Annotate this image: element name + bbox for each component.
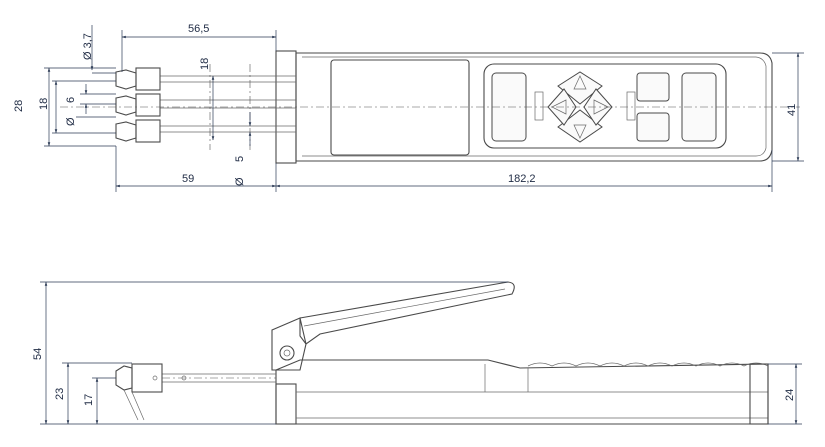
dim-18-vertical-label: 18 [199, 58, 211, 70]
display-window [330, 59, 470, 156]
end-cap-side [275, 383, 297, 425]
right-slot [626, 91, 636, 121]
handle-tail [749, 363, 769, 425]
suction-cups [115, 67, 161, 143]
arrow-down-icon [573, 124, 587, 139]
arrow-up-icon [573, 75, 587, 90]
suction-cup-side [115, 365, 133, 391]
top-view: 56,5 Ø 3,7 28 18 6 Ø 18 5 Ø [13, 23, 804, 192]
dim-28-label: 28 [13, 100, 25, 112]
dim-17-label: 17 [83, 394, 95, 406]
upper-side-key [636, 72, 670, 102]
dim-dia-3-7-label: Ø 3,7 [82, 33, 94, 60]
pivot-block [271, 317, 307, 371]
dim-59-label: 59 [182, 173, 194, 185]
arrow-left-icon [551, 99, 567, 115]
lever-arm [299, 281, 515, 345]
dim-6-label: 6 [65, 97, 77, 103]
dim-dia-6-label: Ø [65, 117, 77, 126]
side-view: 54 23 17 24 [32, 281, 802, 425]
dim-dia-5-label: Ø [234, 177, 246, 186]
dim-5-label: 5 [234, 156, 246, 162]
dim-24-label: 24 [784, 389, 796, 401]
pivot-pin [279, 345, 295, 361]
left-slot [534, 91, 544, 121]
cup-holder-side [131, 363, 163, 393]
dim-41-label: 41 [786, 104, 798, 116]
dim-54-label: 54 [32, 348, 44, 360]
keypad-panel [483, 63, 727, 149]
lower-side-key [636, 112, 670, 142]
dim-182-2-label: 182,2 [508, 173, 536, 185]
rods [160, 75, 296, 133]
handle-body-side [275, 359, 769, 425]
dim-18-left-label: 18 [38, 98, 50, 110]
dim-23-label: 23 [54, 388, 66, 400]
dim-56-5-label: 56,5 [188, 23, 209, 35]
